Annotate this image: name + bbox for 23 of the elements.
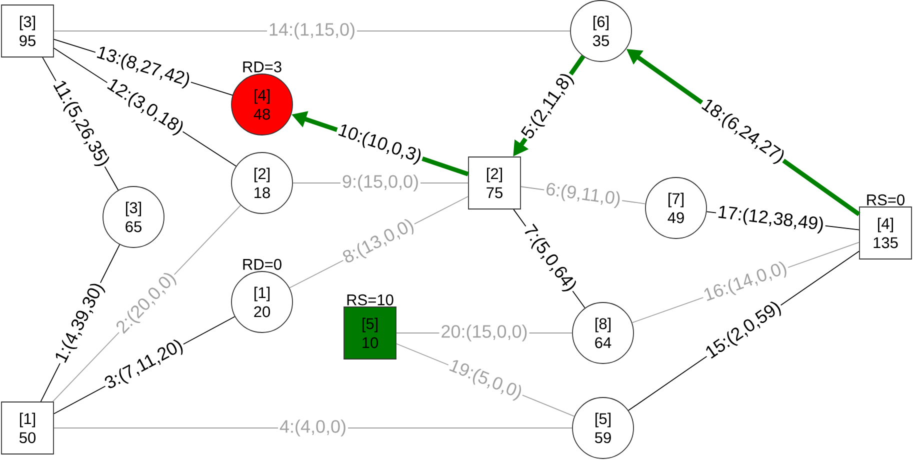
- square-node: [4] 135: [859, 206, 912, 260]
- edge-label: 9:(15,0,0): [340, 173, 421, 193]
- node-annotation: RD=3: [243, 61, 282, 72]
- circle-node: [1] 20: [231, 271, 293, 333]
- circle-node: [3] 65: [102, 186, 164, 248]
- node-annotation: RS=10: [347, 294, 394, 306]
- square-node: [5] 10: [344, 306, 396, 360]
- edge-label: 20:(15,0,0): [439, 323, 530, 343]
- edge-label: 4:(4,0,0): [278, 418, 348, 438]
- circle-node: [5] 59: [572, 397, 634, 459]
- circle-node: [7] 49: [645, 177, 707, 239]
- edge-label: 14:(1,15,0): [266, 21, 358, 41]
- edge-label: 17:(12,38,49): [714, 202, 827, 236]
- circle-node: [4] 48: [231, 74, 293, 136]
- node-annotation: RS=0: [867, 194, 904, 206]
- circle-node: [8] 64: [572, 302, 634, 364]
- square-node: [2] 75: [468, 156, 521, 210]
- circle-node: [6] 35: [570, 0, 632, 62]
- square-node: [1] 50: [1, 402, 54, 454]
- node-annotation: RD=0: [243, 258, 282, 270]
- square-node: [3] 95: [1, 4, 54, 58]
- edge-label: 6:(9,11,0): [542, 180, 624, 210]
- circle-node: [2] 18: [231, 152, 293, 214]
